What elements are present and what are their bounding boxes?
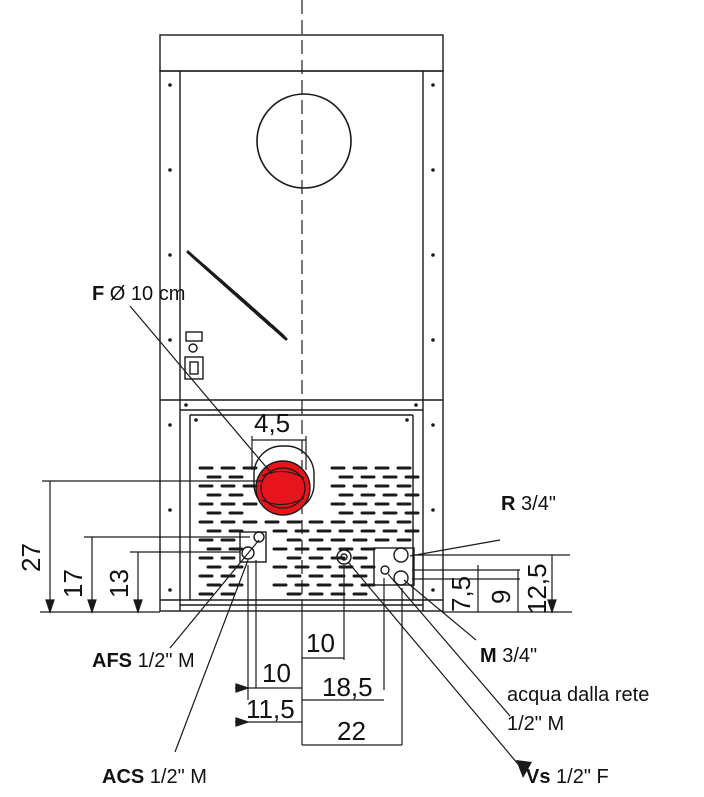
label-r: R 3/4": [501, 493, 556, 515]
screw: [431, 338, 435, 342]
label-afs: AFS 1/2" M: [92, 650, 195, 672]
flue-outlet: [255, 460, 311, 516]
vent-slot: [274, 328, 288, 341]
label-rete-line2: 1/2" M: [507, 713, 565, 735]
screw: [431, 423, 435, 427]
screw: [168, 423, 172, 427]
screw: [414, 403, 418, 407]
dim-9: 9: [486, 589, 516, 604]
dim-18-5: 18,5: [322, 672, 373, 702]
top-opening: [256, 93, 352, 189]
label-vs: Vs 1/2" F: [526, 766, 609, 788]
screw: [431, 253, 435, 257]
screw: [168, 588, 172, 592]
label-flue: F Ø 10 cm: [92, 283, 186, 305]
screw: [168, 338, 172, 342]
dim-27: 27: [16, 543, 46, 572]
vent-slot: [258, 314, 272, 327]
screw: [168, 508, 172, 512]
dim-10-afs: 10: [262, 658, 291, 688]
screw: [194, 418, 198, 422]
screw: [168, 83, 172, 87]
screw: [184, 403, 188, 407]
dim-12-5: 12,5: [522, 563, 552, 614]
screw: [431, 508, 435, 512]
screw: [168, 168, 172, 172]
dim-7-5: 7,5: [446, 575, 476, 612]
screw: [168, 253, 172, 257]
dim-10-vs: 10: [306, 628, 335, 658]
screw: [431, 168, 435, 172]
acs-fitting: [241, 546, 255, 560]
label-m: M 3/4": [480, 645, 538, 667]
screw: [405, 418, 409, 422]
screw: [431, 588, 435, 592]
afs-fitting: [253, 531, 265, 543]
m-fitting: [393, 570, 409, 586]
label-rete-line1: acqua dalla rete: [507, 684, 650, 706]
control-switch: [185, 331, 203, 342]
dim-4-5: 4,5: [254, 408, 291, 438]
label-acs: ACS 1/2" M: [102, 766, 207, 788]
rete-fitting: [380, 565, 390, 575]
screw: [431, 83, 435, 87]
r-fitting: [393, 547, 409, 563]
dim-22: 22: [337, 716, 366, 746]
dim-13: 13: [104, 569, 134, 598]
dim-11-5: 11,5: [246, 694, 295, 724]
dim-17: 17: [58, 569, 88, 598]
